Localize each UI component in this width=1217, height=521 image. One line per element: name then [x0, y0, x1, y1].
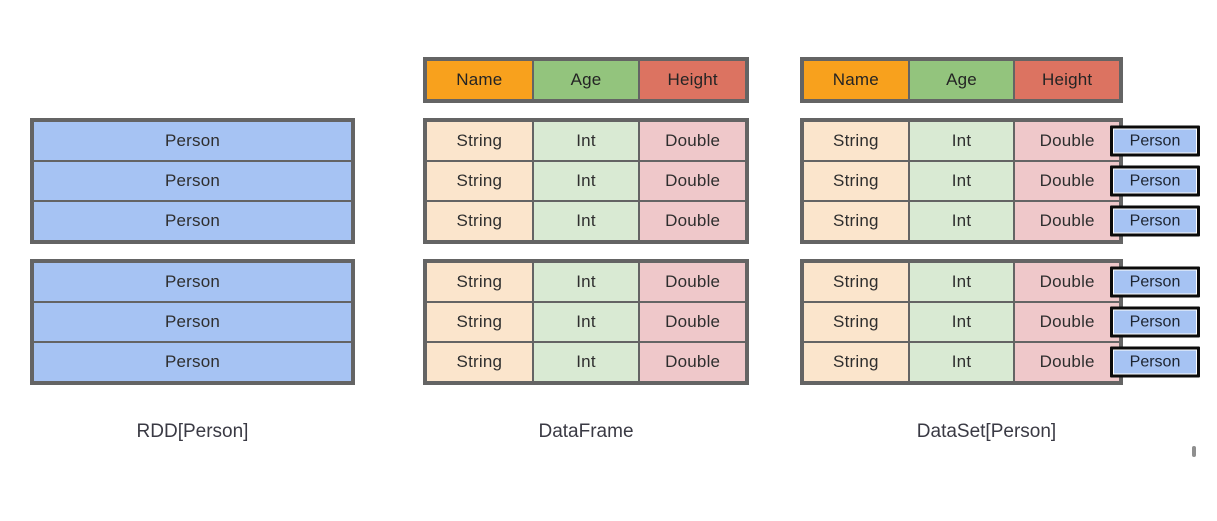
rdd-caption: RDD[Person]	[136, 421, 249, 442]
cell-double: Double	[638, 341, 748, 383]
cell-double: Double	[638, 160, 748, 202]
cell-int: Int	[531, 160, 641, 202]
cell-string: String	[802, 301, 910, 343]
cell-int: Int	[531, 200, 641, 242]
table-row: Person	[32, 341, 353, 383]
cell-double: Double	[1013, 200, 1122, 242]
cell-double: Double	[1013, 261, 1122, 303]
cell-person: Person	[32, 200, 353, 242]
cell-string: String	[802, 200, 910, 242]
table-row: Person	[32, 261, 353, 303]
person-object-box: Person	[1110, 205, 1200, 237]
table-row: Person	[32, 200, 353, 242]
cell-string: String	[425, 200, 534, 242]
cell-string: String	[425, 120, 534, 162]
cell-string: String	[425, 341, 534, 383]
cell-string: String	[802, 341, 910, 383]
header-cell-name: Name	[802, 59, 910, 101]
cell-string: String	[802, 261, 910, 303]
cell-double: Double	[638, 200, 748, 242]
header-cell-height: Height	[638, 59, 748, 101]
cell-double: Double	[1013, 160, 1122, 202]
person-object-box: Person	[1110, 346, 1200, 378]
person-object-box: Person	[1110, 125, 1200, 157]
cell-int: Int	[531, 301, 641, 343]
header-cell-height: Height	[1013, 59, 1122, 101]
cell-string: String	[425, 160, 534, 202]
cell-int: Int	[531, 120, 641, 162]
cell-int: Int	[531, 261, 641, 303]
header-cell-age: Age	[907, 59, 1016, 101]
cell-double: Double	[1013, 120, 1122, 162]
cell-double: Double	[638, 261, 748, 303]
person-object-box: Person	[1110, 165, 1200, 197]
cell-int: Int	[907, 120, 1016, 162]
cell-string: String	[802, 120, 910, 162]
table-row: Person	[32, 160, 353, 202]
cell-person: Person	[32, 341, 353, 383]
cell-int: Int	[531, 341, 641, 383]
cell-person: Person	[32, 120, 353, 162]
cell-string: String	[425, 301, 534, 343]
cell-double: Double	[1013, 301, 1122, 343]
cell-int: Int	[907, 160, 1016, 202]
cell-int: Int	[907, 341, 1016, 383]
cell-string: String	[425, 261, 534, 303]
header-cell-name: Name	[425, 59, 534, 101]
person-object-box: Person	[1110, 266, 1200, 298]
cell-person: Person	[32, 160, 353, 202]
person-object-box: Person	[1110, 306, 1200, 338]
cell-int: Int	[907, 301, 1016, 343]
table-row: Person	[32, 120, 353, 162]
header-cell-age: Age	[531, 59, 641, 101]
cell-int: Int	[907, 261, 1016, 303]
cell-double: Double	[638, 301, 748, 343]
dataset-caption: DataSet[Person]	[916, 421, 1057, 442]
cell-person: Person	[32, 301, 353, 343]
table-row: Person	[32, 301, 353, 343]
cell-string: String	[802, 160, 910, 202]
cell-double: Double	[638, 120, 748, 162]
cell-double: Double	[1013, 341, 1122, 383]
cell-person: Person	[32, 261, 353, 303]
dataframe-caption: DataFrame	[538, 421, 634, 442]
stray-ink-mark	[1192, 446, 1196, 457]
cell-int: Int	[907, 200, 1016, 242]
